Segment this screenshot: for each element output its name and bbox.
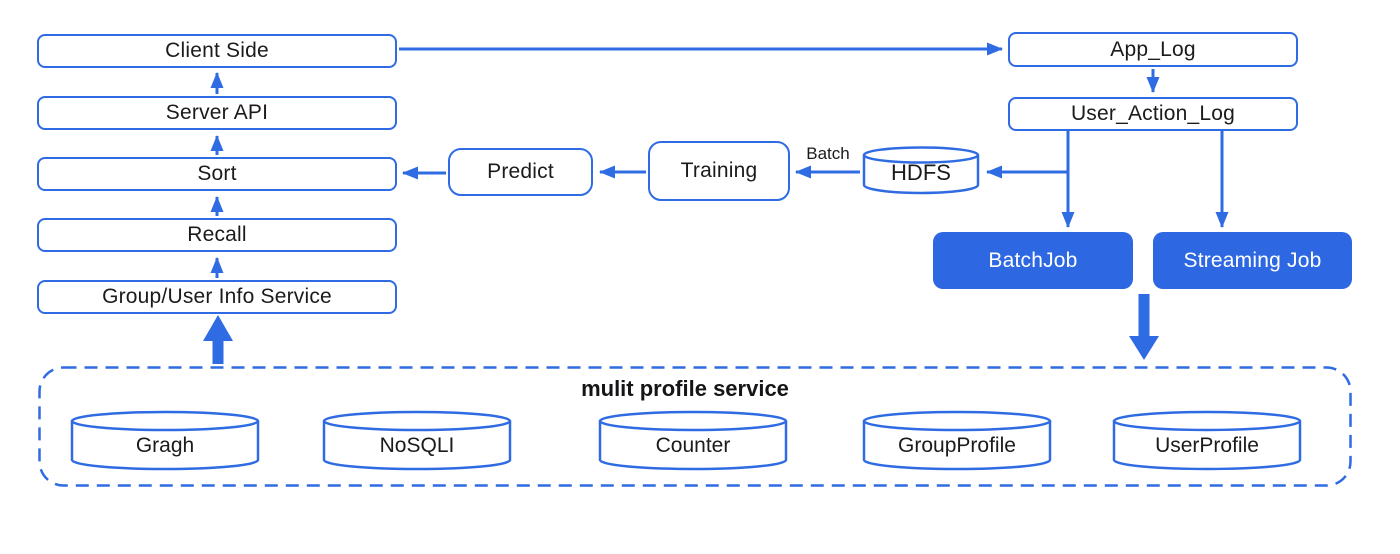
database-cylinder-icon bbox=[1112, 410, 1302, 471]
dashed-border bbox=[38, 366, 1352, 487]
node-training-label: Training bbox=[680, 159, 758, 182]
store-counter: Counter bbox=[598, 410, 788, 472]
node-server-api-label: Server API bbox=[165, 101, 269, 124]
database-cylinder-icon bbox=[322, 410, 512, 471]
database-cylinder-icon bbox=[862, 410, 1052, 471]
store-user-profile: UserProfile bbox=[1112, 410, 1302, 472]
edge-label-batch: Batch bbox=[806, 144, 850, 163]
node-predict-label: Predict bbox=[487, 160, 554, 183]
node-user-action-log-label: User_Action_Log bbox=[1070, 102, 1236, 125]
node-client-side: Client Side bbox=[37, 34, 397, 68]
store-nosqli: NoSQLI bbox=[322, 410, 512, 472]
store-nosqli-label: NoSQLI bbox=[379, 434, 455, 457]
store-user-profile-label: UserProfile bbox=[1155, 434, 1259, 457]
node-user-action-log: User_Action_Log bbox=[1008, 97, 1298, 131]
node-training: Training bbox=[648, 141, 790, 201]
store-group-profile: GroupProfile bbox=[862, 410, 1052, 472]
profile-service-container bbox=[38, 366, 1352, 487]
node-hdfs-label: HDFS bbox=[891, 160, 951, 185]
node-sort-label: Sort bbox=[197, 162, 237, 185]
node-app-log: App_Log bbox=[1008, 32, 1298, 67]
node-hdfs: HDFS bbox=[862, 146, 980, 196]
node-recall: Recall bbox=[37, 218, 397, 252]
node-streaming-job: Streaming Job bbox=[1153, 232, 1352, 289]
store-group-profile-label: GroupProfile bbox=[898, 434, 1016, 457]
node-server-api: Server API bbox=[37, 96, 397, 130]
node-batch-job-label: BatchJob bbox=[988, 248, 1078, 272]
node-streaming-job-label: Streaming Job bbox=[1183, 248, 1322, 272]
database-cylinder-icon bbox=[70, 410, 260, 471]
store-counter-label: Counter bbox=[655, 434, 731, 457]
node-recall-label: Recall bbox=[187, 223, 247, 246]
node-group-user-info-service: Group/User Info Service bbox=[37, 280, 397, 314]
node-group-user-info-service-label: Group/User Info Service bbox=[102, 285, 332, 308]
node-predict: Predict bbox=[448, 148, 593, 196]
thick-down-arrow-icon bbox=[1129, 294, 1159, 360]
node-batch-job: BatchJob bbox=[933, 232, 1133, 289]
node-sort: Sort bbox=[37, 157, 397, 191]
database-cylinder-icon bbox=[862, 146, 980, 195]
store-gragh: Gragh bbox=[70, 410, 260, 472]
node-client-side-label: Client Side bbox=[165, 39, 269, 62]
store-gragh-label: Gragh bbox=[135, 434, 195, 457]
thick-up-arrow-icon bbox=[203, 315, 233, 364]
node-app-log-label: App_Log bbox=[1110, 37, 1196, 61]
profile-service-title: mulit profile service bbox=[581, 376, 789, 401]
database-cylinder-icon bbox=[598, 410, 788, 471]
